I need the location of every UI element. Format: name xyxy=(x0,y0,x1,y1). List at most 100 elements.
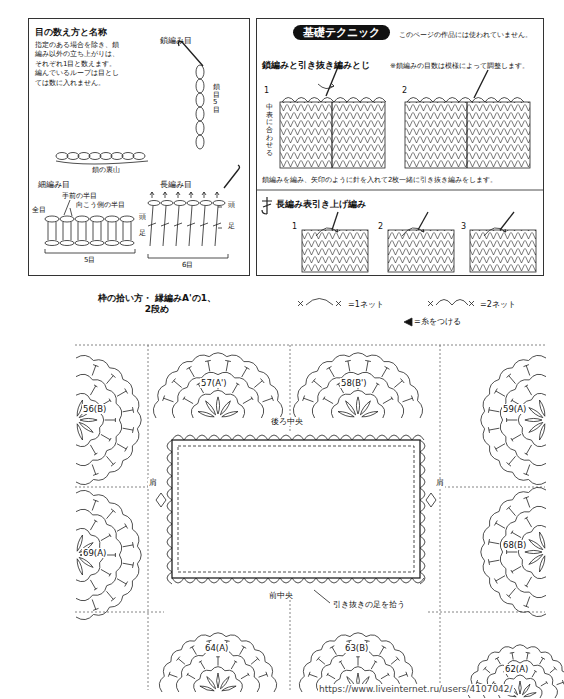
chain-arch xyxy=(498,98,511,103)
chain-ring xyxy=(76,393,104,446)
petal-stitch xyxy=(539,532,544,548)
double-crochet-symbol xyxy=(403,396,414,402)
single-crochet-post xyxy=(108,222,116,240)
double-crochet-symbol xyxy=(107,591,116,601)
step-number: 3 xyxy=(461,222,466,232)
chain-stitch xyxy=(196,107,204,121)
double-crochet-symbol xyxy=(524,465,530,476)
double-crochet-symbol xyxy=(123,562,134,568)
double-crochet-symbol xyxy=(327,366,335,377)
double-crochet-post xyxy=(148,206,156,246)
chain-arch xyxy=(306,299,333,306)
chain-arch xyxy=(485,98,498,103)
chain-arch xyxy=(167,512,172,524)
double-crochet-symbol xyxy=(507,374,516,384)
part-name: 頭 xyxy=(228,201,235,209)
chain-stitch xyxy=(89,153,101,160)
fabric-piece xyxy=(405,102,530,168)
chain-ring xyxy=(191,390,244,418)
chain-arch xyxy=(459,98,472,103)
petal-stitch xyxy=(207,677,216,689)
double-crochet-top xyxy=(200,201,212,206)
chain-arch xyxy=(292,578,304,583)
stitch-count: 6目 xyxy=(182,261,193,269)
chain-arch xyxy=(321,98,334,103)
crochet-hook xyxy=(474,70,488,98)
petal-stitch xyxy=(200,686,214,691)
double-crochet-symbol xyxy=(263,396,274,402)
double-crochet-symbol xyxy=(323,397,333,404)
double-crochet-symbol xyxy=(339,661,345,669)
double-crochet-post xyxy=(174,206,182,246)
chain-base xyxy=(45,241,59,246)
chain-ring xyxy=(159,633,276,692)
double-crochet-symbol xyxy=(92,600,98,611)
double-crochet-symbol xyxy=(216,657,220,666)
double-crochet-symbol xyxy=(107,374,116,384)
single-crochet-top xyxy=(90,216,104,222)
double-crochet-symbol xyxy=(524,365,530,376)
step-number: 2 xyxy=(378,222,383,232)
double-crochet-symbol xyxy=(187,673,195,679)
chain-ring xyxy=(331,390,384,418)
chain-stitch xyxy=(122,153,134,160)
chain-ring xyxy=(518,393,546,446)
double-crochet-symbol xyxy=(524,597,530,608)
double-crochet-symbol xyxy=(117,444,128,452)
petal-stitch xyxy=(217,673,220,688)
double-crochet-symbol xyxy=(488,559,499,565)
section-divider xyxy=(256,190,544,191)
chain-stitch xyxy=(111,153,123,160)
chain-arch xyxy=(280,435,292,440)
petal-stitch xyxy=(539,424,544,440)
arrow xyxy=(176,192,180,198)
legend-text: =糸をつける xyxy=(414,317,461,327)
chain-arch xyxy=(172,435,184,440)
double-crochet-symbol xyxy=(123,407,134,413)
single-crochet-post xyxy=(123,222,131,240)
double-crochet-symbol xyxy=(494,389,505,397)
sc-symbol xyxy=(298,301,341,306)
arrow xyxy=(402,228,424,236)
chain-arch xyxy=(167,560,172,572)
chain-arch xyxy=(167,548,172,560)
technique-note: ※鎖編みの目数は模様によって調整します。 xyxy=(390,62,529,70)
double-crochet-symbol xyxy=(225,360,231,371)
petal-stitch xyxy=(222,686,236,691)
double-crochet-symbol xyxy=(187,366,195,377)
chain-arch xyxy=(304,578,316,583)
double-crochet-symbol xyxy=(168,672,177,677)
chain-ring xyxy=(312,372,404,418)
part-name: 頭 xyxy=(139,213,146,221)
legend-text: =2ネット xyxy=(480,300,516,310)
chain-ring xyxy=(76,355,141,484)
double-crochet-symbol xyxy=(507,418,518,422)
stitch-name: 鎖編み目 xyxy=(160,36,192,46)
arrow xyxy=(215,192,219,198)
double-crochet-symbol xyxy=(507,456,516,466)
chain-stitch xyxy=(196,79,204,93)
double-crochet-symbol xyxy=(259,672,268,677)
petal-stitch xyxy=(346,401,356,415)
arrow xyxy=(202,192,206,198)
double-crochet-symbol xyxy=(525,385,532,395)
stitch-count: 5目 xyxy=(84,256,95,264)
chain-arch xyxy=(420,524,425,536)
fabric-piece xyxy=(470,230,536,272)
motif-number: 69(A) xyxy=(82,548,107,558)
double-crochet-symbol xyxy=(123,427,134,433)
chain-arch xyxy=(420,98,433,103)
double-crochet-top xyxy=(161,201,173,206)
petal-stitch xyxy=(539,400,544,416)
double-crochet-symbol xyxy=(525,517,532,527)
chain-arch xyxy=(364,435,376,440)
double-crochet-symbol xyxy=(90,385,97,395)
petal-stitch xyxy=(222,411,238,416)
petal-stitch xyxy=(519,681,522,694)
petal-stitch xyxy=(356,397,359,414)
double-crochet-symbol xyxy=(117,389,128,397)
double-crochet-post xyxy=(187,206,195,246)
technique-title: 長編み表引き上げ編み xyxy=(276,199,366,209)
chart-note: 肩 xyxy=(148,478,158,488)
chain-arch xyxy=(420,572,425,584)
